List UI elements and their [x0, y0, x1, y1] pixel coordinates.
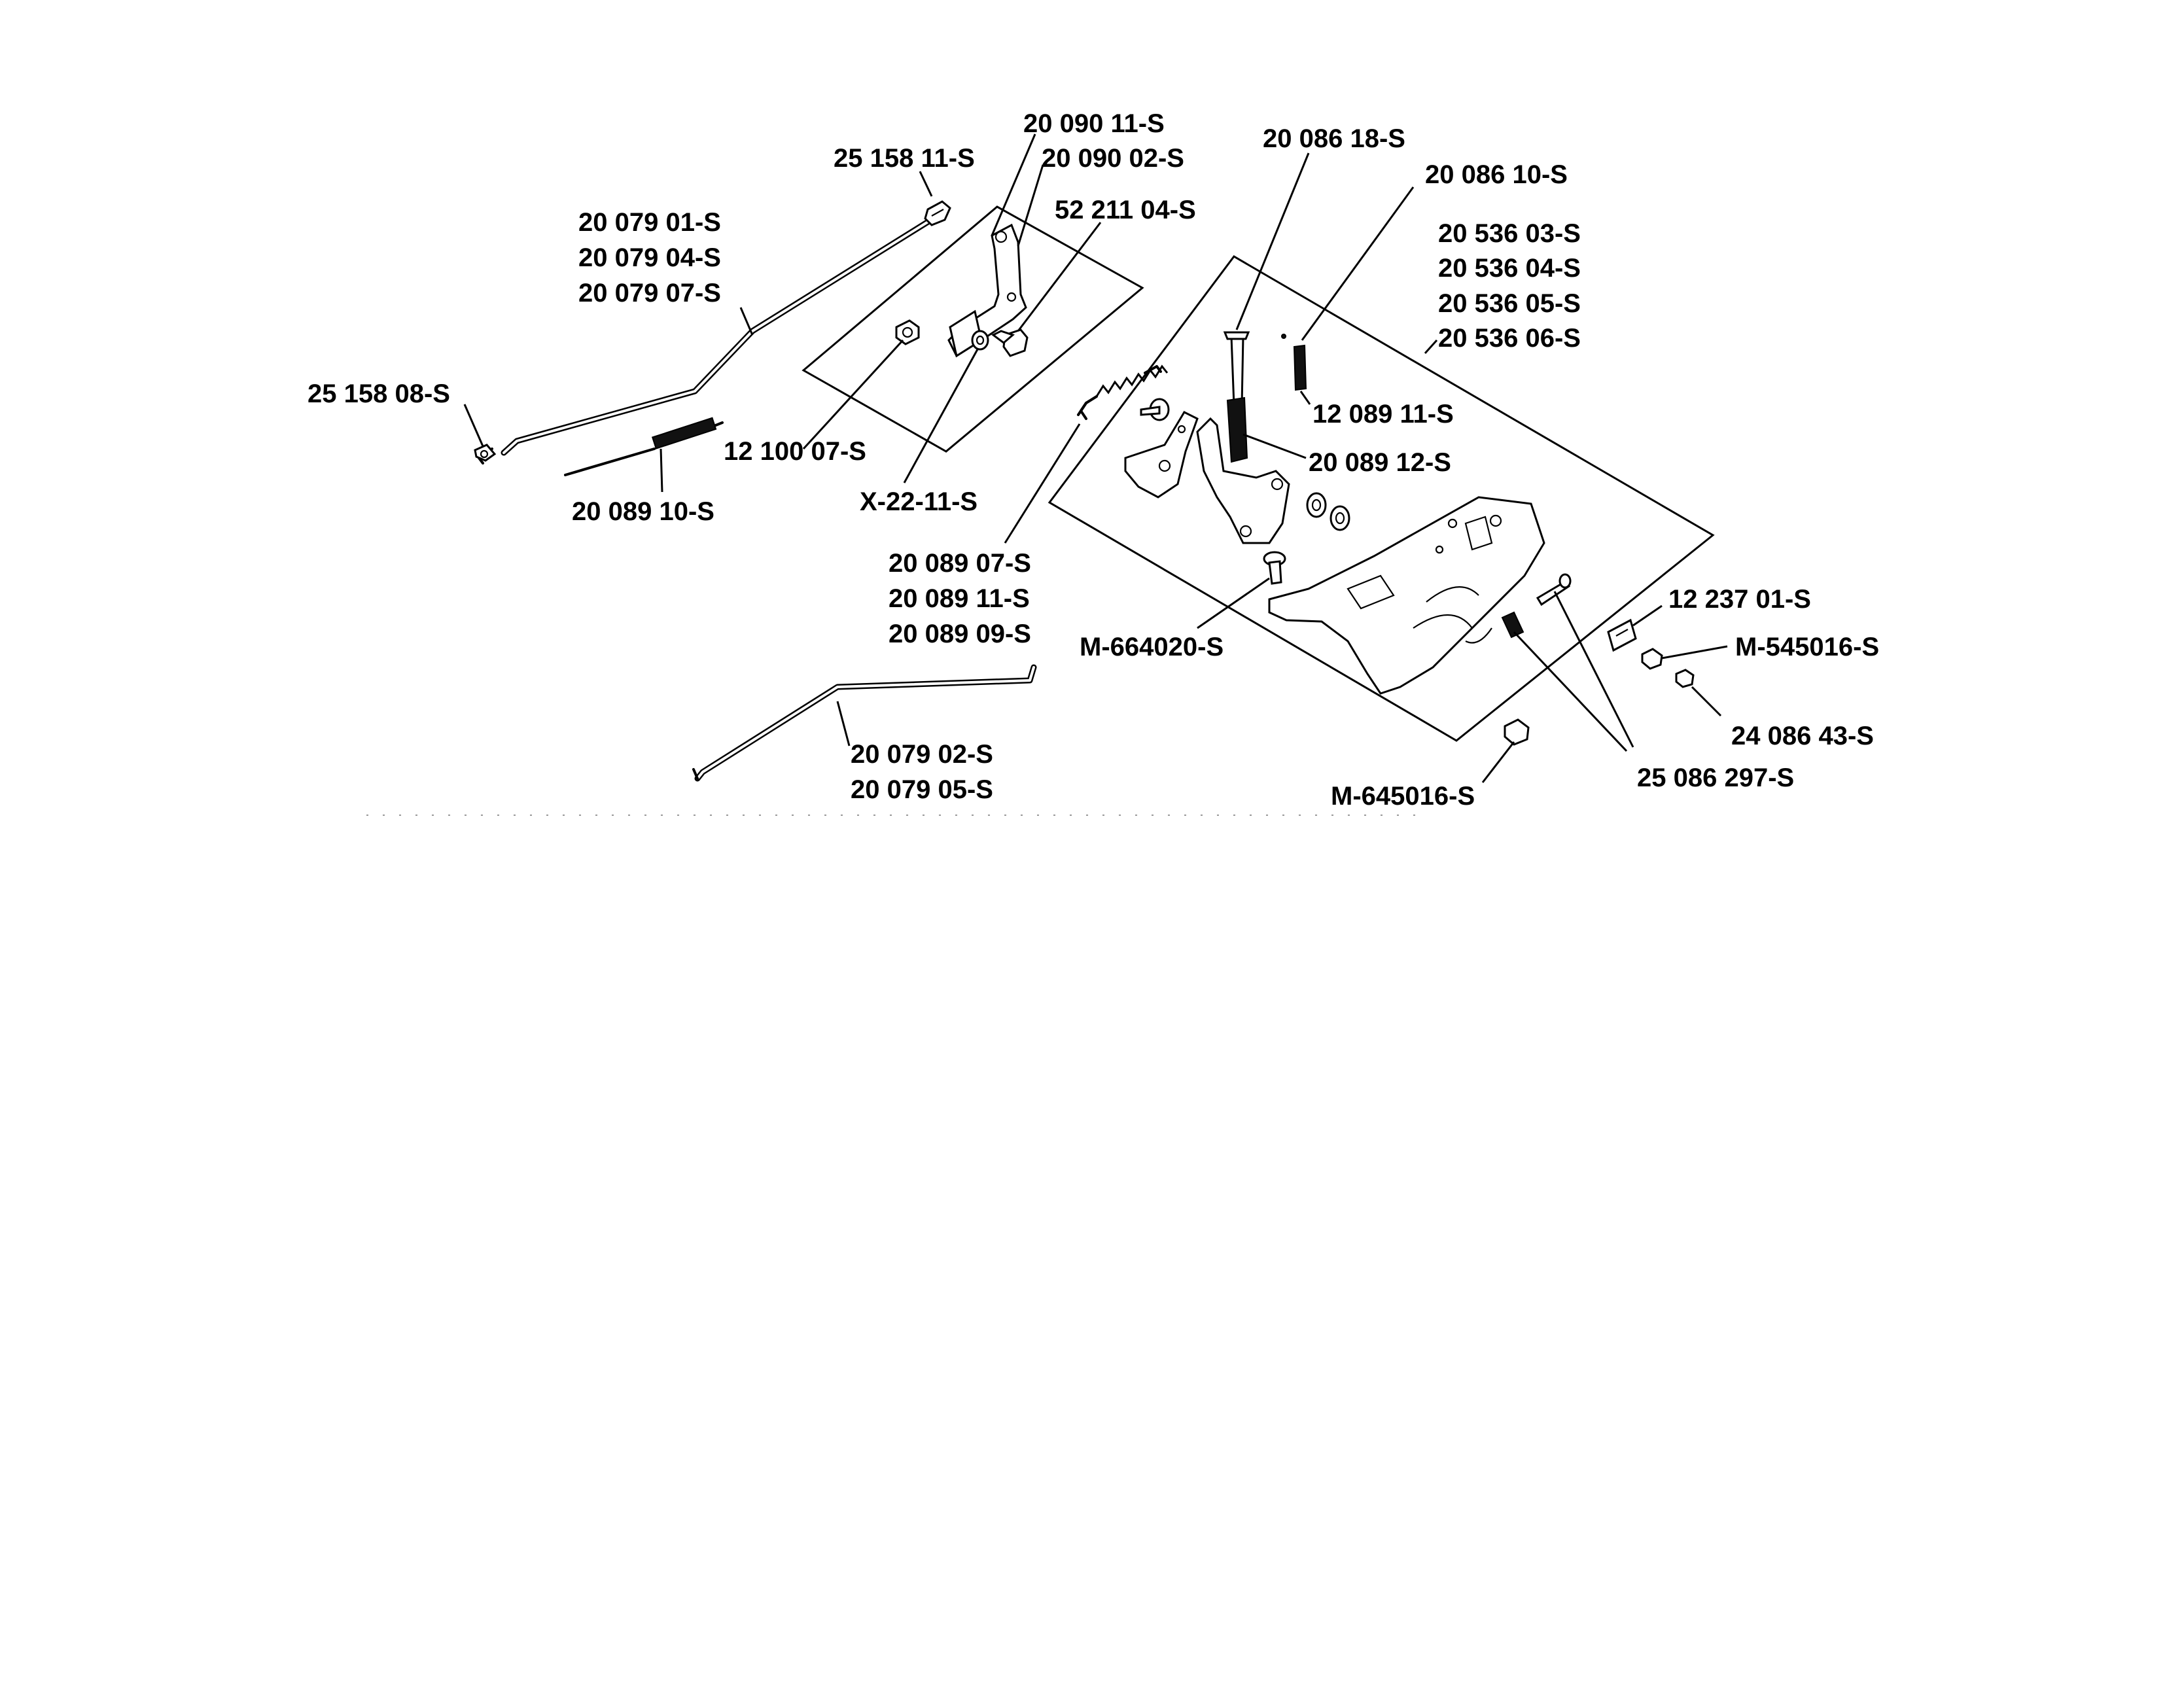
part-label: 12 237 01-S	[1668, 585, 1811, 614]
part-label: M-645016-S	[1331, 782, 1475, 811]
part-label: 25 158 11-S	[834, 144, 975, 173]
spring-left	[564, 417, 724, 476]
cable-clamp	[1607, 618, 1637, 652]
leader-200902	[1017, 164, 1044, 247]
part-label: 52 211 04-S	[1055, 196, 1196, 224]
leader-205363	[1424, 339, 1438, 355]
compression-spring	[1226, 396, 1248, 463]
leader-20090	[991, 133, 1036, 236]
rod-clip-upper	[924, 200, 951, 226]
control-rod-lower	[692, 664, 1037, 782]
leader-m545	[1661, 645, 1728, 659]
part-label: 20 079 07-S	[578, 279, 721, 307]
leader-200891	[660, 448, 663, 493]
part-label: X-22-11-S	[860, 487, 978, 516]
leader-200861	[1301, 186, 1415, 341]
part-label: 25 158 08-S	[308, 379, 450, 408]
throttle-bracket	[1124, 411, 1199, 499]
pivot-stud	[1140, 398, 1170, 421]
part-label: 24 086 43-S	[1731, 722, 1874, 750]
extension-spring	[1077, 364, 1169, 420]
leader-120891	[1299, 391, 1311, 405]
part-label: 20 089 10-S	[572, 497, 714, 526]
screw-240864	[1675, 669, 1695, 688]
leader-250862-a	[1513, 631, 1628, 752]
part-label: 20 089 07-S	[889, 549, 1031, 578]
washer-pair	[1306, 492, 1350, 531]
leader-240864	[1691, 686, 1722, 717]
part-label: 20 086 10-S	[1425, 160, 1568, 189]
part-label: 20 089 09-S	[889, 620, 1031, 648]
adjusting-screw-short	[1281, 334, 1307, 391]
leader-200897	[1004, 423, 1081, 544]
part-label: 20 079 04-S	[578, 243, 721, 272]
part-label: 20 536 04-S	[1438, 254, 1581, 283]
washer	[971, 330, 989, 351]
part-label: 20 536 06-S	[1438, 324, 1581, 353]
subassembly-frame-right	[1048, 255, 1715, 742]
part-label: 20 536 05-S	[1438, 289, 1581, 318]
part-label: 20 079 05-S	[851, 775, 993, 804]
shoulder-bolt	[991, 328, 1029, 357]
part-label: 20 089 12-S	[1309, 448, 1451, 477]
hex-nut	[895, 319, 920, 345]
part-label: 20 089 11-S	[889, 584, 1030, 613]
screw-m545016	[1641, 648, 1663, 670]
leader-122370	[1632, 605, 1663, 627]
screw-m645016	[1504, 718, 1530, 746]
control-plate	[1196, 417, 1290, 544]
main-bracket	[1268, 496, 1545, 695]
part-label: 20 090 11-S	[1023, 109, 1165, 138]
part-label: M-545016-S	[1735, 633, 1879, 661]
leader-121000	[802, 339, 904, 450]
part-label: 12 089 11-S	[1312, 400, 1454, 429]
part-label: 20 079 02-S	[851, 740, 993, 769]
part-label: 20 079 01-S	[578, 208, 721, 237]
part-label: 20 090 02-S	[1042, 144, 1184, 173]
part-label: 20 536 03-S	[1438, 219, 1581, 248]
part-label: 20 086 18-S	[1263, 124, 1405, 153]
part-label: M-664020-S	[1080, 633, 1224, 661]
screw-pair-right	[1501, 573, 1572, 639]
leader-200860	[1235, 152, 1310, 330]
leader-251581	[919, 171, 933, 197]
leader-200797	[739, 307, 754, 336]
part-label: 25 086 297-S	[1637, 763, 1794, 792]
leader-m645	[1481, 741, 1515, 783]
leader-m664	[1197, 577, 1270, 629]
adjusting-screw-long	[1223, 331, 1250, 407]
part-label: 12 100 07-S	[724, 437, 866, 466]
leader-x2211	[903, 349, 979, 483]
leader-251580	[463, 404, 484, 447]
leader-200792	[836, 701, 851, 746]
leader-200892	[1242, 433, 1307, 459]
screw-m664020	[1263, 551, 1286, 585]
rod-clip-lower	[474, 444, 497, 462]
subassembly-frame-left	[801, 205, 1144, 453]
leader-250862-b	[1553, 591, 1634, 748]
leader-522110	[1017, 222, 1102, 332]
